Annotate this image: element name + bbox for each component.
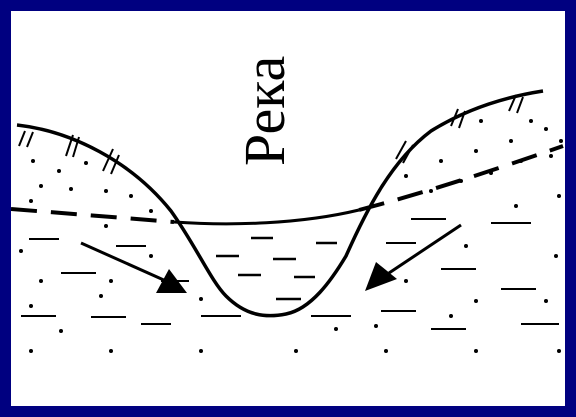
groundwater-flow-arrow-left — [81, 243, 187, 293]
groundwater-flow-arrow-right — [365, 225, 461, 291]
water-surface-line — [174, 210, 359, 224]
water-dashes — [216, 238, 337, 299]
river-valley-diagram: Река — [11, 11, 565, 406]
river-label: Река — [232, 56, 297, 166]
diagram-panel: Река — [11, 11, 565, 406]
soil-hatching-right — [396, 95, 523, 163]
